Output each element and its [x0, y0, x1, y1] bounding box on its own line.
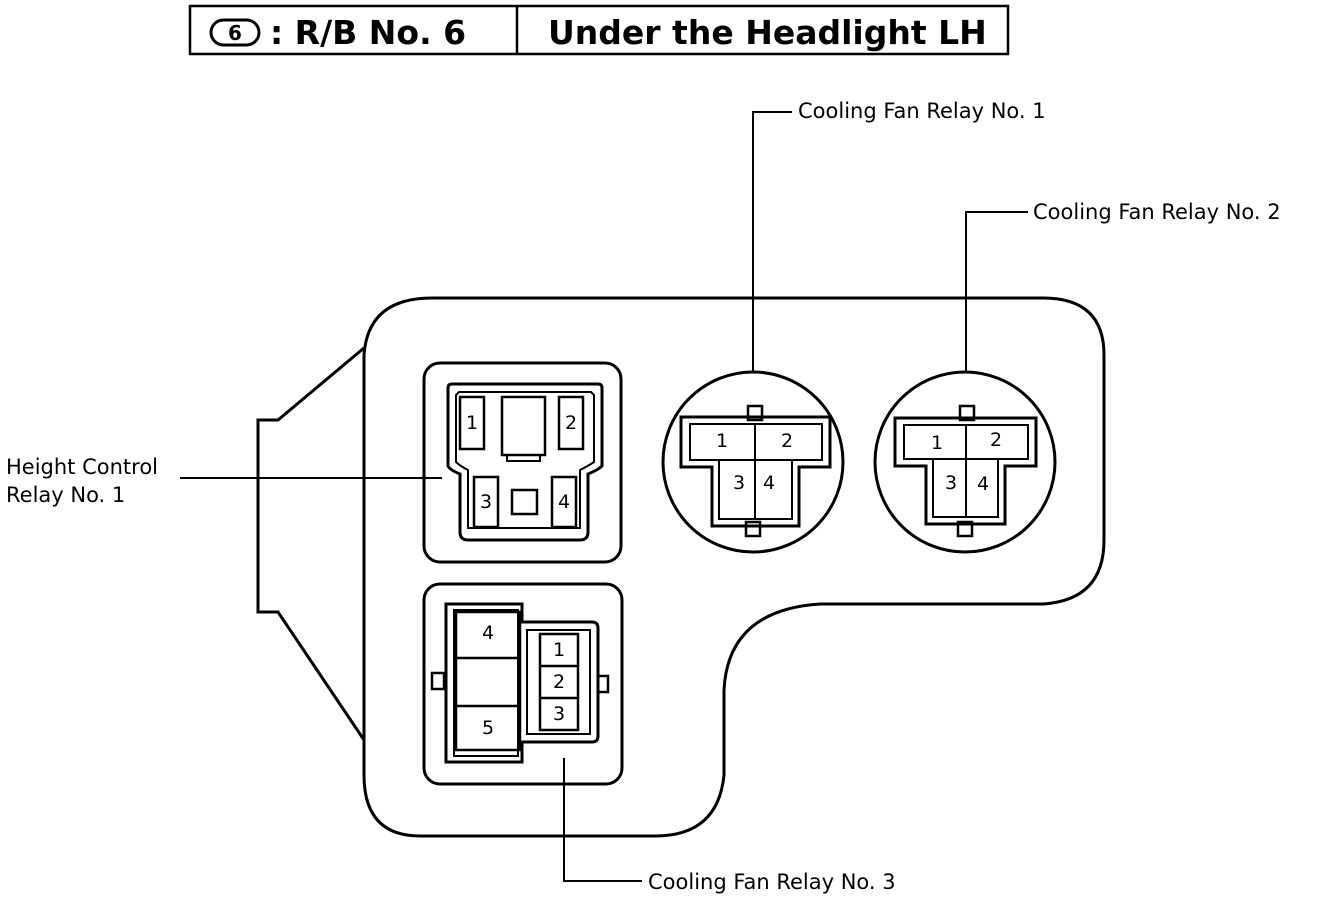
header-code: : R/B No. 6 [270, 13, 466, 52]
relay-block-body [362, 296, 1106, 838]
cooling-fan-2-pin-4: 4 [977, 473, 989, 495]
cooling-fan-2-pin-1: 1 [931, 432, 943, 454]
badge-oval [209, 18, 261, 47]
cooling-fan-1-pin-3: 3 [733, 472, 745, 494]
cooling-fan-3-pin-3: 3 [553, 703, 565, 725]
cooling-fan-2-pin-3: 3 [945, 472, 957, 494]
cooling-fan-relay-1-socket: 1 2 3 4 [661, 370, 845, 554]
label-cooling-fan-relay-2: Cooling Fan Relay No. 2 [1033, 200, 1281, 224]
height-control-pin-2: 2 [565, 412, 577, 434]
cooling-fan-relay-3-socket: 4 5 1 2 3 [422, 582, 624, 786]
cooling-fan-3-pin-2: 2 [553, 671, 565, 693]
header-location: Under the Headlight LH [548, 13, 987, 52]
relay-block-flange [256, 346, 366, 741]
leader-cooling-fan-1 [752, 111, 792, 372]
label-cooling-fan-relay-3: Cooling Fan Relay No. 3 [648, 870, 896, 894]
header-badge: 6 [228, 21, 242, 45]
cooling-fan-1-pin-4: 4 [763, 472, 775, 494]
cooling-fan-1-pin-1: 1 [716, 430, 728, 452]
cooling-fan-3-pin-5: 5 [482, 717, 494, 739]
height-control-pin-4: 4 [558, 491, 570, 513]
label-cooling-fan-relay-1: Cooling Fan Relay No. 1 [798, 99, 1046, 123]
leader-cooling-fan-3 [563, 758, 642, 882]
leader-lines [180, 111, 1028, 882]
cooling-fan-2-pin-2: 2 [990, 429, 1002, 451]
cooling-fan-3-pin-1: 1 [553, 639, 565, 661]
label-height-control-line-1: Height Control [6, 455, 158, 479]
height-control-pin-1: 1 [466, 412, 478, 434]
cooling-fan-3-pin-4: 4 [482, 622, 494, 644]
height-control-pin-3: 3 [480, 491, 492, 513]
cooling-fan-1-pin-2: 2 [781, 430, 793, 452]
cooling-fan-relay-2-socket: 1 2 3 4 [873, 370, 1057, 554]
label-height-control-line-2: Relay No. 1 [6, 483, 125, 507]
leader-cooling-fan-2 [965, 211, 1028, 372]
header-title-box: 6 : R/B No. 6 Under the Headlight LH [188, 4, 1010, 56]
height-control-relay-socket: 1 2 3 4 [422, 361, 623, 564]
center-key-slot [500, 395, 547, 457]
